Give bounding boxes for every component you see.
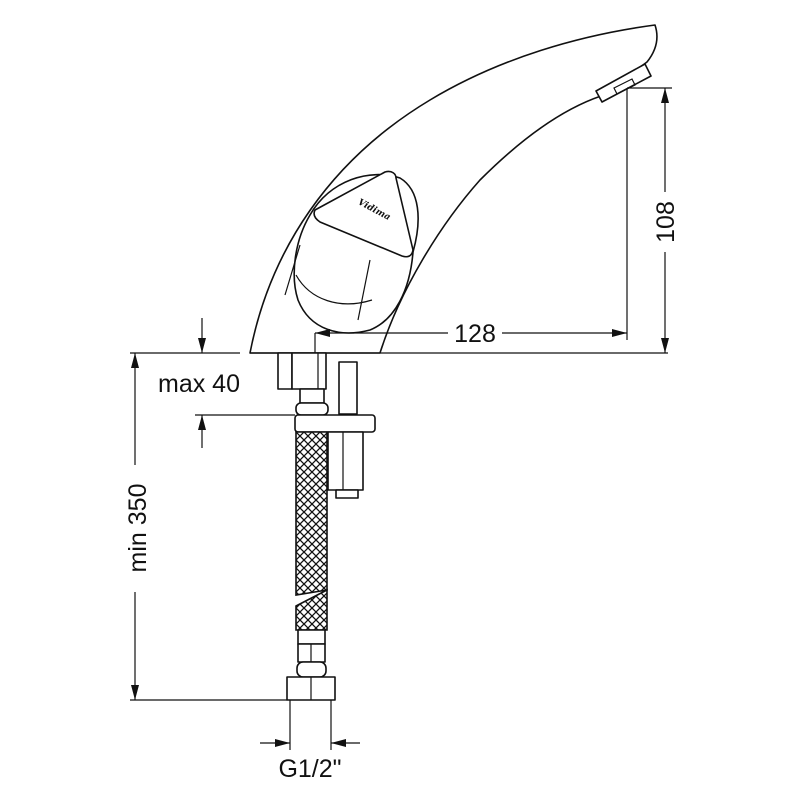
flexible-hose — [286, 431, 336, 701]
lever-handle: Vidima — [284, 170, 419, 334]
dimension-thread — [260, 700, 360, 750]
hose-length-label: min 350 — [124, 484, 152, 573]
dimension-hose-length — [130, 353, 287, 701]
deck-thickness-label: max 40 — [158, 370, 240, 398]
dimension-reach — [315, 329, 627, 337]
thread-label: G1/2" — [278, 755, 341, 783]
reach-label: 128 — [454, 320, 496, 348]
dimension-deck-thickness — [195, 318, 295, 448]
height-label: 108 — [652, 201, 680, 243]
handle-cap — [313, 170, 414, 258]
mounting-parts — [277, 352, 376, 499]
dimension-height — [661, 88, 669, 353]
